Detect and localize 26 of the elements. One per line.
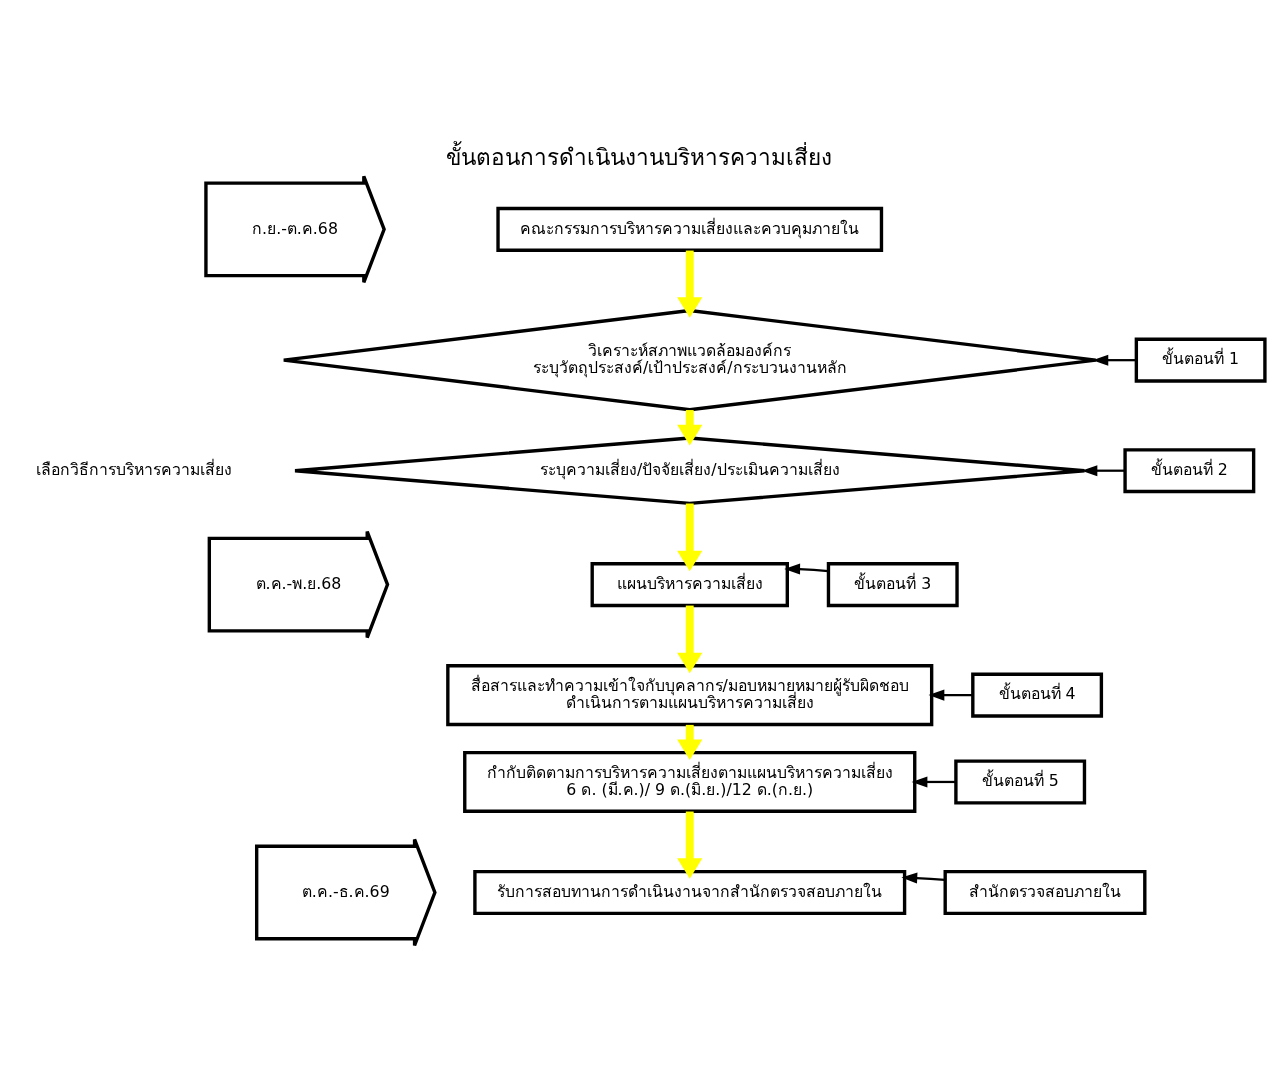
node-box: สำนักตรวจสอบภายใน (943, 869, 1147, 916)
arrow (677, 503, 703, 572)
arrow (677, 605, 703, 674)
node-box: กำกับติดตามการบริหารความเสี่ยงตามแผนบริหารความเสี่ยง 6 ด. (มี.ค.)/ 9 ด.(มิ.ย.)/12 ด.(ก.ย.) (463, 750, 917, 813)
arrow (901, 872, 945, 884)
node-box: สื่อสารและทำความเข้าใจกับบุคลากร/มอบหมายหมายผู้รับผิดชอบ ดำเนินการตามแผนบริหารความเสี่ยง (446, 664, 934, 727)
arrow (677, 250, 703, 318)
arrow (911, 776, 956, 788)
arrow (928, 689, 973, 701)
node-box: รับการสอบทานการดำเนินงานจากสำนักตรวจสอบภายใน (473, 869, 907, 916)
arrow (1081, 465, 1125, 477)
arrow (1092, 354, 1136, 366)
node-box: ขั้นตอนที่ 3 (826, 562, 959, 608)
node-box: ขั้นตอนที่ 1 (1134, 337, 1267, 383)
arrow (677, 410, 703, 446)
node-box: แผนบริหารความเสี่ยง (590, 562, 789, 608)
arrow (784, 563, 829, 575)
node-box: คณะกรรมการบริหารความเสี่ยงและควบคุมภายใน (496, 206, 884, 252)
arrow (677, 811, 703, 879)
node-box: ขั้นตอนที่ 5 (954, 759, 1087, 805)
arrow (677, 724, 703, 761)
node-box: ขั้นตอนที่ 4 (971, 672, 1104, 718)
label: เลือกวิธีการบริหารความเสี่ยง (35, 459, 232, 479)
node-box: ขั้นตอนที่ 2 (1123, 448, 1256, 494)
node-diamond: วิเคราะห์สภาพแวดล้อมองค์กร ระบุวัตถุประสงค์/เป้าประสงค์/กระบวนงานหลัก (282, 308, 1098, 412)
node-diamond: ระบุความเสี่ยง/ปัจจัยเสี่ยง/ประเมินความเสี่ยง (293, 436, 1087, 506)
